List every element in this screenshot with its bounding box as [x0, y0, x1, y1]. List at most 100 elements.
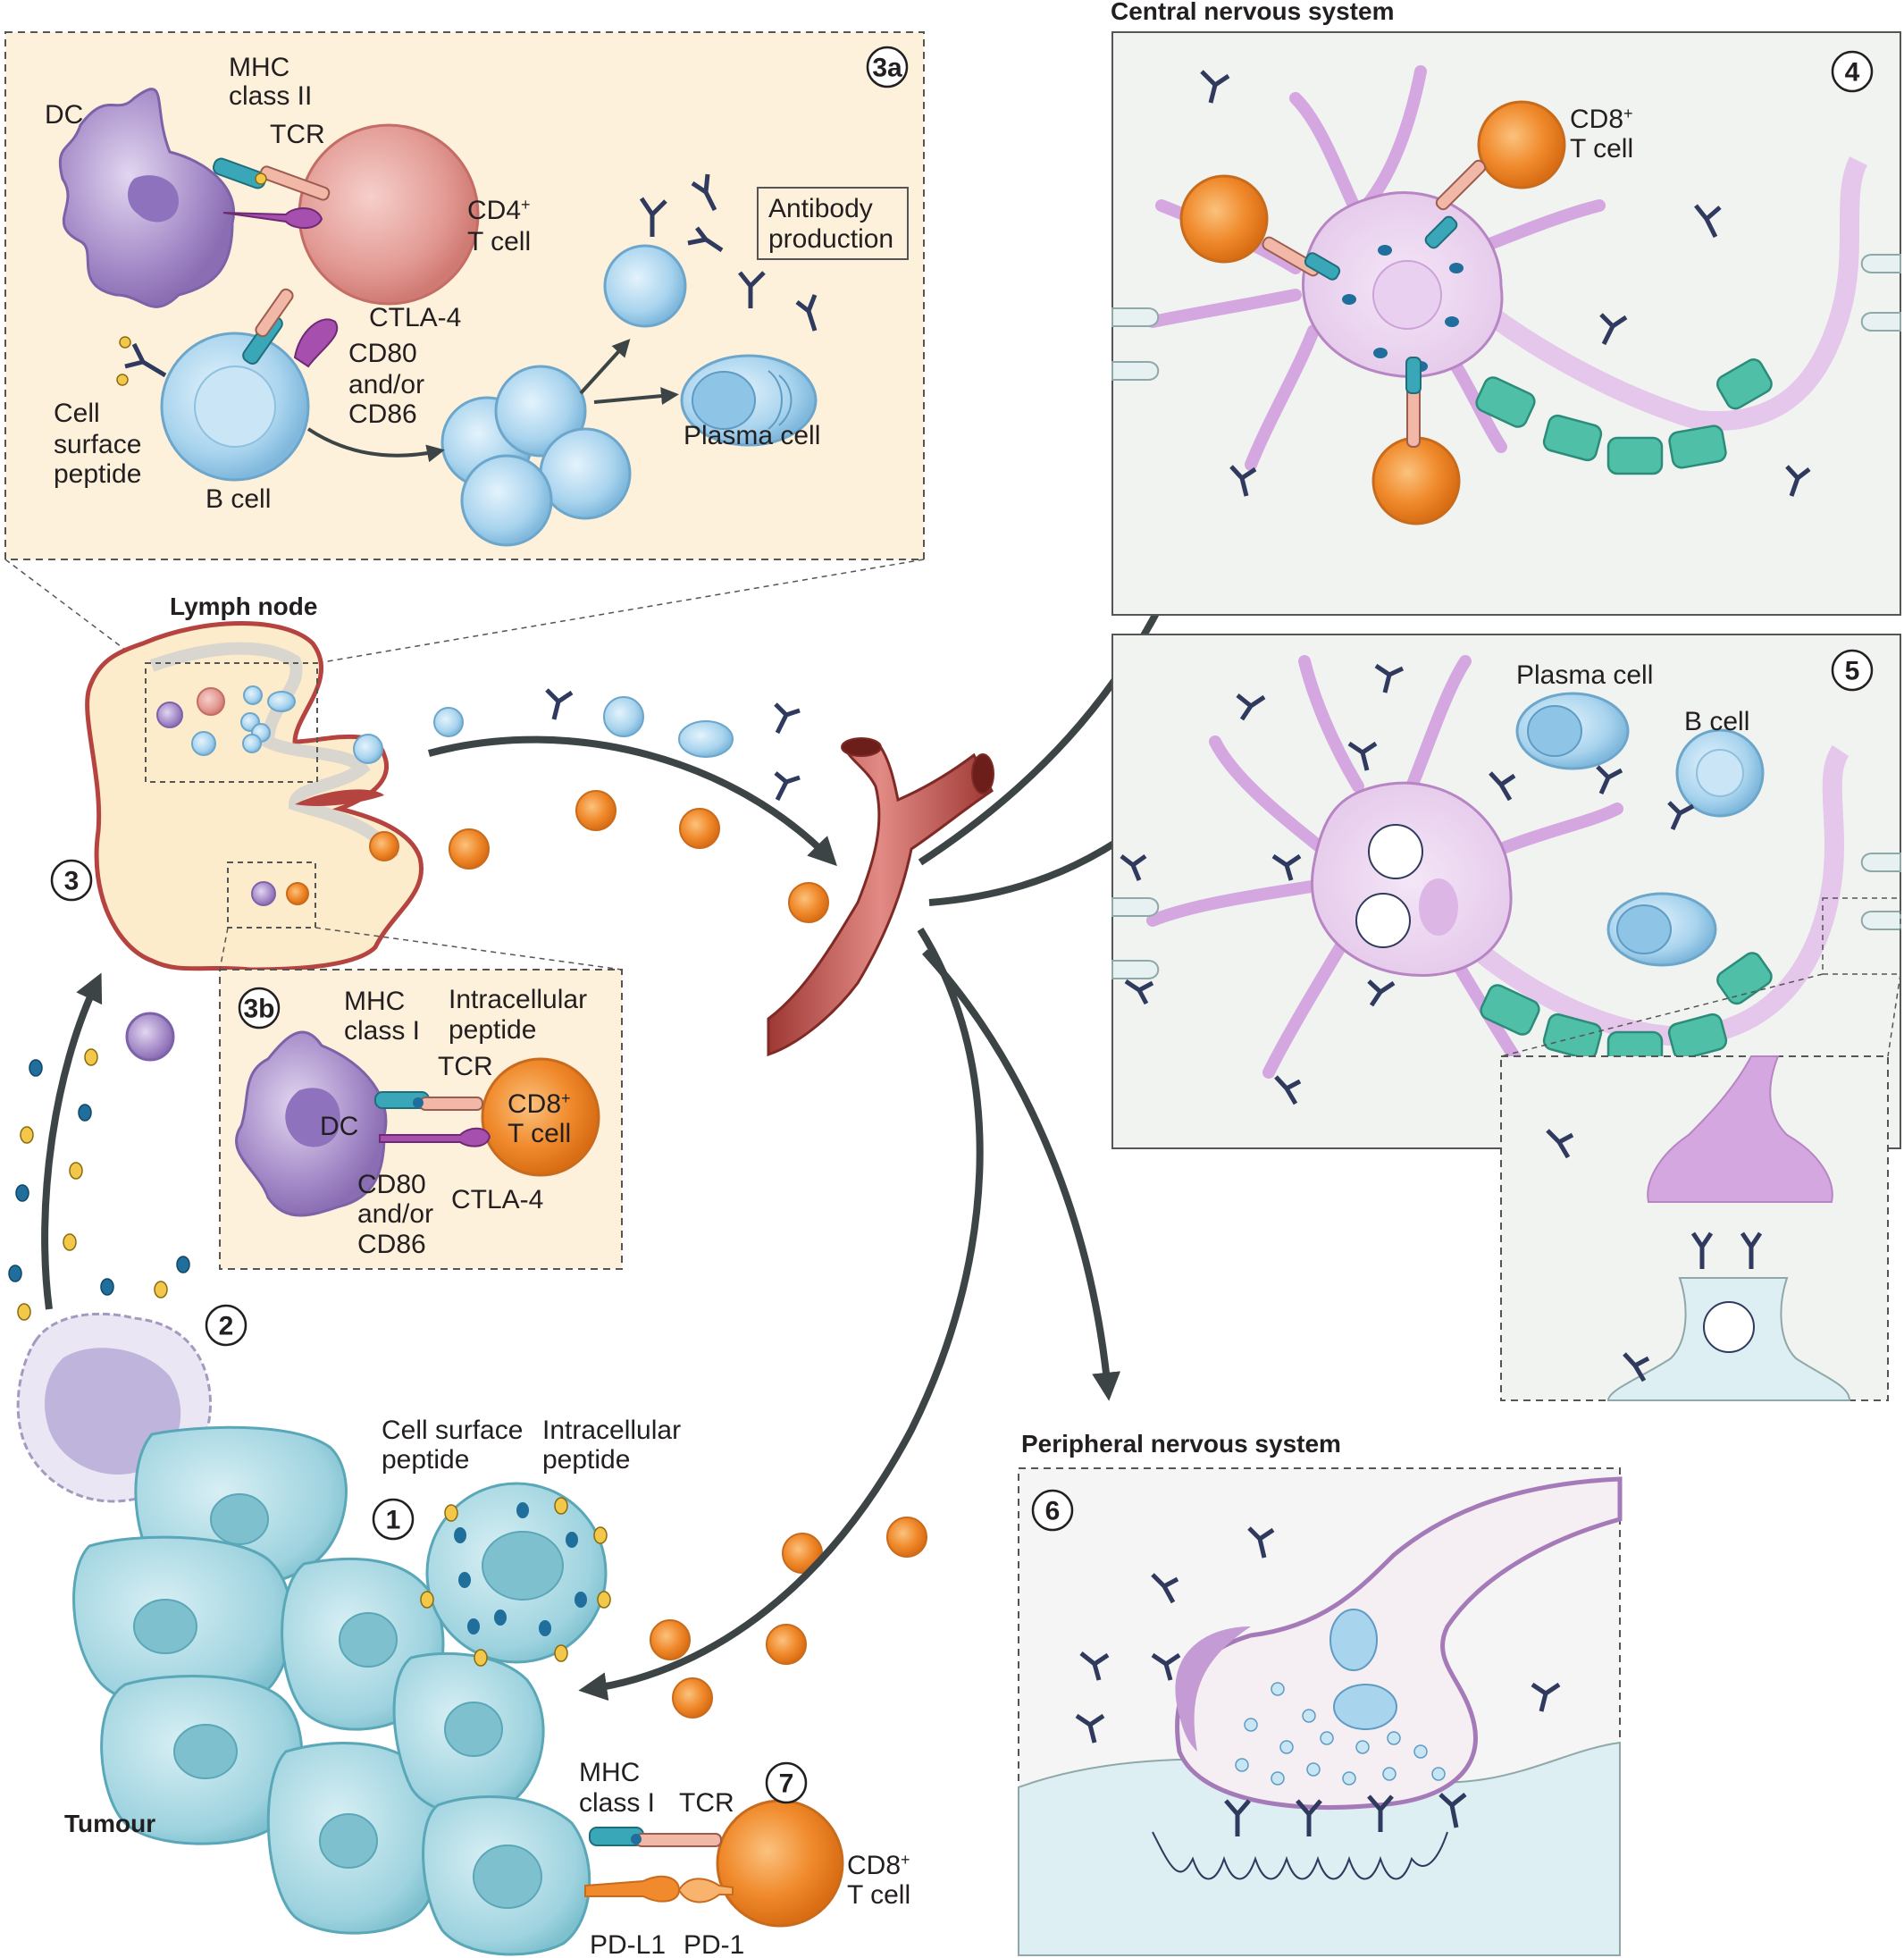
svg-text:3a: 3a — [872, 54, 902, 83]
panel-4: Central nervous system — [1111, 0, 1901, 616]
cd4-t-cell-3a — [298, 123, 480, 306]
step-badge-3: 3 — [50, 859, 93, 902]
step-badge-1: 1 — [372, 1498, 415, 1541]
panel-6: Peripheral nervous system — [1018, 1430, 1623, 1956]
step-badge-7: 7 — [765, 1761, 808, 1804]
antibodies-6 — [1075, 1526, 1561, 1836]
step-badge-2: 2 — [205, 1304, 247, 1347]
antibody-production-box — [757, 187, 909, 260]
label-cd8-4-2: T cell — [1570, 134, 1633, 164]
label-cd80-3b-2: and/or — [357, 1199, 433, 1229]
cd80-ctla4-3a — [222, 207, 323, 230]
label-surface-peptide-2: peptide — [382, 1445, 469, 1475]
tumour: Tumour Cell surface peptide Intracellula… — [16, 1304, 910, 1958]
synapses-5 — [1111, 853, 1901, 979]
label-cd8-7-1: CD8+ — [847, 1851, 910, 1880]
label-cd8-7-2: T cell — [847, 1880, 910, 1910]
zoom-lines-3a — [4, 559, 925, 664]
dendritic-cell-3b — [235, 1030, 388, 1217]
label-cd8-3b-2: T cell — [507, 1119, 571, 1148]
cell-surface-peptide-dot — [116, 374, 129, 386]
circulating-cells — [125, 688, 927, 1719]
antibodies-3a — [639, 173, 818, 332]
synapse-zoom-panel — [1500, 973, 1901, 1401]
step-badge-3b: 3b — [238, 987, 281, 1029]
svg-text:6: 6 — [1045, 1497, 1061, 1526]
proliferating-b-cell-cluster — [440, 365, 632, 547]
plasma-cell-3a — [680, 354, 818, 447]
label-peptide-3a-3: peptide — [54, 459, 141, 489]
synaptic-vesicles — [1235, 1682, 1446, 1786]
step-badge-6: 6 — [1031, 1489, 1074, 1532]
label-cd80-3a-1: CD80 — [348, 339, 417, 368]
plasma-cells-5 — [1515, 692, 1717, 967]
arrow-lymph-to-vessel — [427, 735, 837, 867]
label-cd8-4-1: CD8+ — [1570, 105, 1633, 134]
label-dc-3b: DC — [320, 1112, 358, 1141]
step-badge-3a: 3a — [866, 46, 909, 88]
arrow-cluster-to-plasma — [593, 387, 679, 406]
title-cns: Central nervous system — [1111, 0, 1394, 25]
presynaptic-terminal — [1647, 1055, 1833, 1203]
neuron-5 — [1146, 655, 1849, 1079]
zoom-lines-3b — [219, 927, 623, 971]
label-b-cell-3a: B cell — [205, 484, 271, 514]
myelin-sheath-4 — [1475, 358, 1773, 475]
motor-axon-terminal — [1175, 1476, 1623, 1810]
title-pns: Peripheral nervous system — [1021, 1430, 1341, 1458]
label-dc-3a: DC — [45, 100, 83, 130]
antibodies-4 — [1200, 70, 1811, 497]
label-pdl1: PD-L1 — [590, 1930, 666, 1958]
panel-3a: DC MHC class II TCR CD4+ T cell CTLA-4 C… — [4, 31, 925, 560]
label-mhc-3b-1: MHC — [344, 987, 405, 1016]
label-cd80-3b-1: CD80 — [357, 1170, 426, 1199]
arrow-vessel-to-pns — [922, 949, 1121, 1401]
title-lymph-node: Lymph node — [170, 592, 317, 620]
cd8-t-cells-4 — [1179, 100, 1566, 525]
label-cd80-3b-3: CD86 — [357, 1230, 426, 1259]
label-tcr-3a: TCR — [270, 120, 325, 149]
label-b-cell-5: B cell — [1684, 707, 1749, 736]
label-cd4-3a-2: T cell — [467, 227, 531, 256]
pdl1-pd1-complex — [584, 1875, 734, 1903]
label-pd1: PD-1 — [684, 1930, 744, 1958]
antibodies-5 — [1120, 663, 1695, 1105]
arrow-vessel-to-cns — [918, 575, 1177, 866]
label-mhc-7-1: MHC — [579, 1758, 640, 1787]
tumour-cells — [72, 1425, 591, 1956]
label-cd4-3a: CD4+ — [467, 196, 531, 225]
cd8-t-cell-3b — [481, 1057, 600, 1177]
svg-text:2: 2 — [219, 1312, 234, 1341]
label-ctla4-3b: CTLA-4 — [451, 1185, 543, 1214]
panel-3b: MHC class I Intracellular peptide TCR DC… — [219, 969, 623, 1270]
label-intra-3b-1: Intracellular — [449, 985, 587, 1014]
label-intra-3b-2: peptide — [449, 1015, 536, 1045]
svg-text:3: 3 — [64, 867, 80, 896]
mitochondria — [1329, 1609, 1397, 1730]
label-antibody-1: Antibody — [768, 194, 873, 223]
label-peptide-3a-1: Cell — [54, 399, 100, 428]
arrow-vessel-to-tumour — [578, 927, 984, 1702]
lymph-node: Lymph node 3 — [50, 592, 424, 972]
arrow-cluster-to-b-cell — [579, 339, 631, 395]
label-plasma-cell-5: Plasma cell — [1516, 660, 1653, 690]
mhc-class-i-tcr-complex-7 — [589, 1827, 722, 1847]
main-arrows — [41, 575, 1193, 1702]
svg-text:1: 1 — [386, 1506, 401, 1535]
svg-text:5: 5 — [1845, 657, 1860, 686]
zoom-box-3a-source — [145, 662, 318, 783]
cd80-ctla4-3b — [379, 1127, 491, 1147]
label-tcr-3b: TCR — [438, 1052, 493, 1081]
blood-vessel — [767, 737, 994, 1057]
synapses-4 — [1111, 254, 1901, 381]
label-plasma-cell-3a: Plasma cell — [684, 421, 820, 450]
b-cell-receptor-antibody — [124, 342, 167, 378]
b-cell-3a-small — [603, 244, 687, 328]
postsynaptic-folds — [1152, 1831, 1448, 1880]
label-surface-peptide-1: Cell surface — [382, 1416, 523, 1445]
label-cd80-3a-2: and/or — [348, 370, 424, 399]
antigen-debris — [8, 1048, 190, 1321]
label-mhc-3b-2: class I — [344, 1016, 420, 1046]
label-cd8-3b-1: CD8+ — [507, 1089, 571, 1119]
label-intra-peptide-2: peptide — [542, 1445, 630, 1475]
